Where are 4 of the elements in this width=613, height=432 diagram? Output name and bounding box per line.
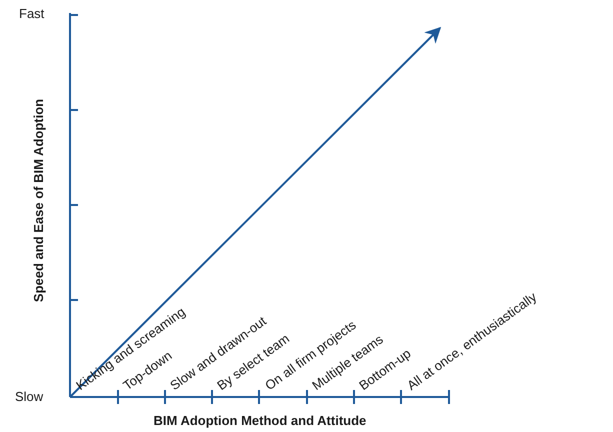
axis-tick-label: Slow — [15, 389, 44, 404]
axis-title: Speed and Ease of BIM Adoption — [30, 98, 46, 302]
axis-title: BIM Adoption Method and Attitude — [154, 412, 366, 428]
axis-tick-label: Fast — [19, 6, 44, 21]
